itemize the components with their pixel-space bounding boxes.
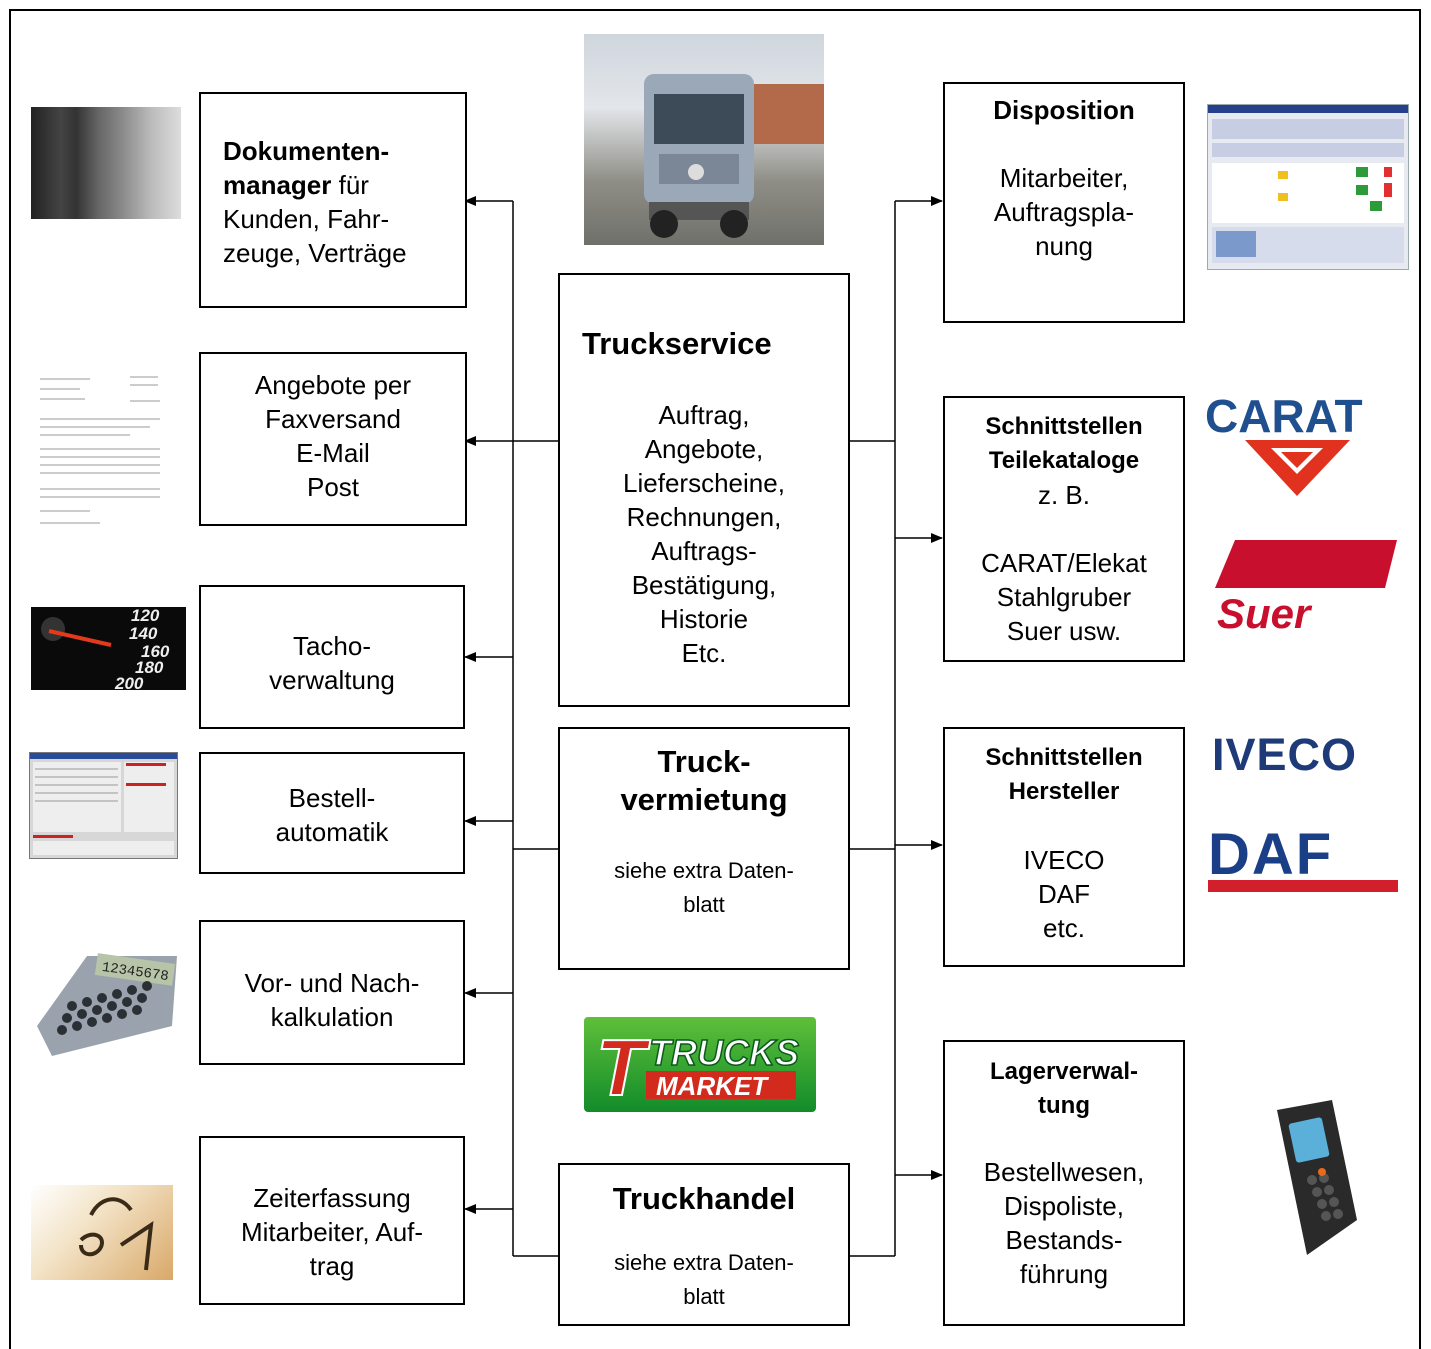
box-truckservice: Truckservice Auftrag, Angebote, Liefersc… bbox=[558, 273, 850, 707]
handel-body: siehe extra Daten- blatt bbox=[614, 1250, 794, 1309]
hersteller-body: IVECO DAF etc. bbox=[1023, 845, 1105, 943]
box-dokumentenmanager: Dokumenten- manager für Kunden, Fahr- ze… bbox=[199, 92, 467, 308]
disposition-body: Mitarbeiter, Auftragspla- nung bbox=[993, 163, 1135, 261]
trucks-word: TRUCKS bbox=[649, 1032, 799, 1073]
speedo-160: 160 bbox=[141, 642, 170, 661]
iveco-word: IVECO bbox=[1212, 730, 1357, 776]
speedometer-image: 120 140 160 180 200 bbox=[31, 607, 186, 690]
vermietung-body: siehe extra Daten- blatt bbox=[614, 858, 794, 917]
kalkulation-text: Vor- und Nach- kalkulation bbox=[244, 968, 420, 1032]
disposition-title: Disposition bbox=[993, 95, 1135, 125]
truckservice-body: Auftrag, Angebote, Lieferscheine, Rechnu… bbox=[623, 400, 785, 668]
teile-title: Schnittstellen Teilekataloge bbox=[985, 413, 1143, 474]
iveco-logo: IVECO bbox=[1212, 730, 1394, 776]
diagram-frame bbox=[9, 9, 1421, 1349]
speedo-120: 120 bbox=[131, 607, 160, 625]
box-angebote: Angebote per Faxversand E-Mail Post bbox=[199, 352, 467, 526]
zeit-text: Zeiterfassung Mitarbeiter, Auf- trag bbox=[240, 1183, 424, 1281]
angebote-text: Angebote per Faxversand E-Mail Post bbox=[254, 370, 412, 502]
box-truckvermietung: Truck- vermietung siehe extra Daten- bla… bbox=[558, 727, 850, 970]
scanner-image bbox=[1262, 1100, 1372, 1260]
box-teilekataloge: Schnittstellen Teilekataloge z. B. CARAT… bbox=[943, 396, 1185, 662]
bestell-screenshot bbox=[29, 752, 178, 859]
speedo-200: 200 bbox=[114, 674, 144, 690]
hersteller-title: Schnittstellen Hersteller bbox=[985, 744, 1143, 805]
tacho-text: Tacho- verwaltung bbox=[269, 631, 395, 695]
bestell-text: Bestell- automatik bbox=[275, 783, 389, 847]
dokumente-title: Dokumenten- manager bbox=[223, 136, 390, 200]
carat-logo: CARAT bbox=[1205, 390, 1402, 498]
suer-word: Suer bbox=[1217, 590, 1313, 636]
suer-logo: Suer bbox=[1215, 540, 1397, 636]
box-lagerverwaltung: Lagerverwal- tung Bestellwesen, Dispolis… bbox=[943, 1040, 1185, 1326]
speedo-140: 140 bbox=[129, 624, 158, 643]
svg-text:T: T bbox=[596, 1023, 651, 1112]
market-word: MARKET bbox=[656, 1071, 769, 1101]
teile-body: z. B. CARAT/Elekat Stahlgruber Suer usw. bbox=[981, 480, 1147, 646]
dokumente-text: für Kunden, Fahr- zeuge, Verträge bbox=[223, 170, 407, 268]
box-truckhandel: Truckhandel siehe extra Daten- blatt bbox=[558, 1163, 850, 1326]
truck-image bbox=[584, 34, 824, 245]
document-image bbox=[30, 371, 168, 539]
trucks-market-logo: T TRUCKS MARKET bbox=[584, 1017, 816, 1112]
box-hersteller: Schnittstellen Hersteller IVECO DAF etc. bbox=[943, 727, 1185, 967]
box-disposition: Disposition Mitarbeiter, Auftragspla- nu… bbox=[943, 82, 1185, 323]
box-kalkulation: Vor- und Nach- kalkulation bbox=[199, 920, 465, 1065]
daf-logo: DAF bbox=[1208, 826, 1398, 894]
clock-image bbox=[31, 1185, 173, 1280]
box-bestellautomatik: Bestell- automatik bbox=[199, 752, 465, 874]
calculator-image: 12345678 bbox=[32, 946, 182, 1063]
truckservice-title: Truckservice bbox=[582, 326, 772, 361]
disposition-screenshot bbox=[1207, 104, 1409, 270]
daf-word: DAF bbox=[1208, 826, 1333, 887]
box-zeiterfassung: Zeiterfassung Mitarbeiter, Auf- trag bbox=[199, 1136, 465, 1305]
handel-title: Truckhandel bbox=[612, 1181, 796, 1216]
vermietung-title: Truck- vermietung bbox=[620, 744, 788, 817]
speedo-180: 180 bbox=[135, 658, 164, 677]
box-tacho: Tacho- verwaltung bbox=[199, 585, 465, 729]
lager-body: Bestellwesen, Dispoliste, Bestands- führ… bbox=[983, 1157, 1145, 1289]
folders-image bbox=[31, 107, 181, 219]
carat-word: CARAT bbox=[1205, 390, 1363, 442]
lager-title: Lagerverwal- tung bbox=[989, 1058, 1139, 1119]
